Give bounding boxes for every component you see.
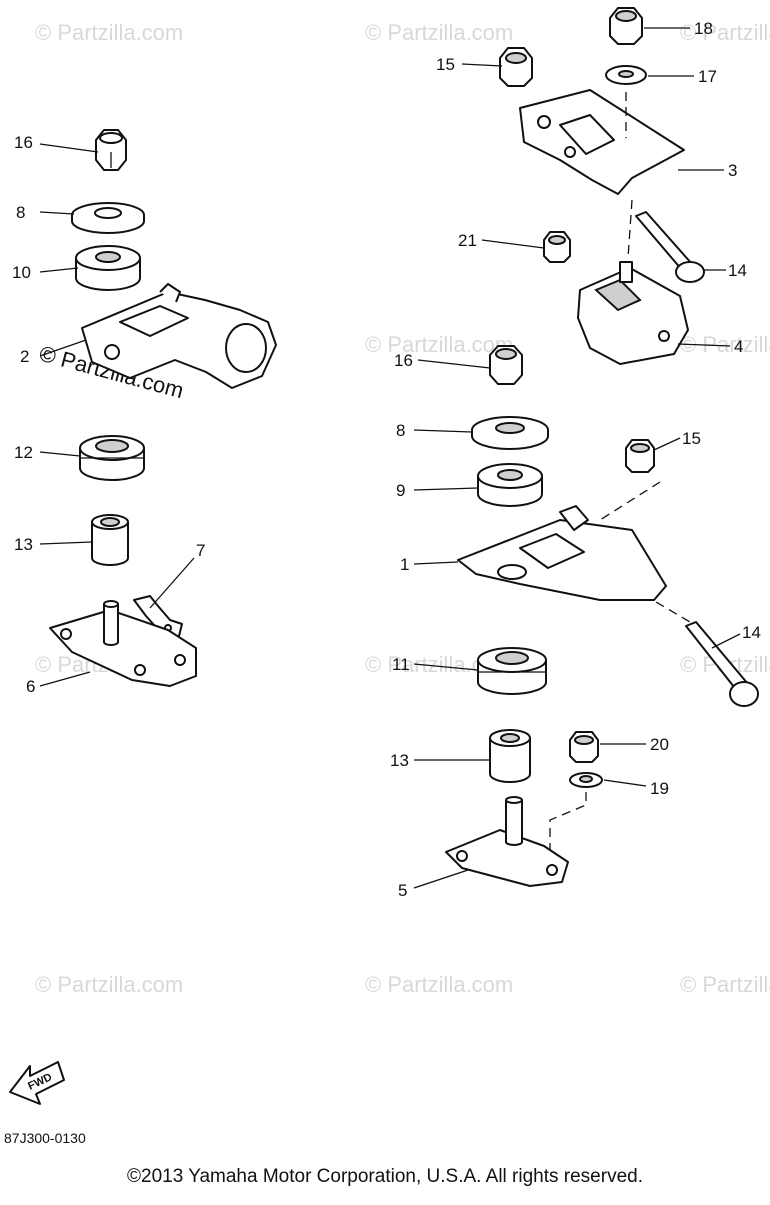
watermark: © Partzilla.com [365,20,513,45]
callout-4: 4 [734,337,743,356]
callout-15: 15 [682,429,701,448]
callout-19: 19 [650,779,669,798]
part-15-nut-right [625,439,655,473]
part-16-nut-right [489,345,523,385]
part-17-washer [605,65,647,85]
leader-dash [549,792,587,850]
callout-18: 18 [694,19,713,38]
part-14-bolt-lower [685,621,759,707]
watermark: © Partzilla.com [35,20,183,45]
part-11-grommet [477,647,547,695]
part-13-collar-right [489,729,531,783]
part-6-plate [49,600,197,687]
leader-lines [39,27,741,889]
callout-7: 7 [196,541,205,560]
leader-dash [655,601,691,623]
callout-6: 6 [26,677,35,696]
watermark: © Partzilla.com [365,332,513,357]
callout-9: 9 [396,481,405,500]
part-9-cushion [477,463,543,507]
callout-13: 13 [390,751,409,770]
drawing-code: 87J300-0130 [4,1130,86,1146]
callout-10: 10 [12,263,31,282]
callout-3: 3 [728,161,737,180]
leader-dash [599,481,661,521]
watermark: © Partzilla.com [680,20,770,45]
leader-dash [627,199,633,259]
callout-15: 15 [436,55,455,74]
part-16-nut-left [95,129,127,171]
part-1-bracket [457,505,667,601]
part-18-nut [609,7,643,45]
part-8-washer-left [71,202,145,234]
part-14-bolt-top [635,211,705,283]
part-7-clip [133,595,183,641]
fwd-arrow-icon: FWD [9,1061,65,1105]
callout-14: 14 [728,261,747,280]
callout-17: 17 [698,67,717,86]
part-8-washer-right [471,416,549,450]
watermarks: © Partzilla.com © Partzilla.com © Partzi… [35,20,770,997]
callout-5: 5 [398,881,407,900]
callout-labels: 16 8 10 2 12 13 7 6 15 18 17 3 21 14 4 1… [12,19,761,900]
callout-8: 8 [396,421,405,440]
part-3-bracket [519,89,685,195]
part-4-mount [577,261,689,365]
callout-8: 8 [16,203,25,222]
part-10-cushion-left [75,245,141,291]
callout-12: 12 [14,443,33,462]
callout-20: 20 [650,735,669,754]
callout-2: 2 [20,347,29,366]
part-12-grommet-left [79,435,145,481]
watermark: © Partzilla.com [365,972,513,997]
part-19-washer [569,772,603,788]
part-20-nut [569,731,599,763]
watermark: © Partzilla.com [680,972,770,997]
part-5-plate [445,796,569,887]
callout-14: 14 [742,623,761,642]
callout-16: 16 [394,351,413,370]
part-21-nut [543,231,571,263]
callout-16: 16 [14,133,33,152]
callout-13: 13 [14,535,33,554]
copyright-notice: ©2013 Yamaha Motor Corporation, U.S.A. A… [127,1166,643,1187]
part-15-nut-top [499,47,533,87]
watermark: © Partzilla.com [35,972,183,997]
callout-21: 21 [458,231,477,250]
part-13-collar-left [91,514,129,566]
callout-11: 11 [392,655,410,674]
callout-1: 1 [400,555,409,574]
part-2-bracket [81,283,277,389]
